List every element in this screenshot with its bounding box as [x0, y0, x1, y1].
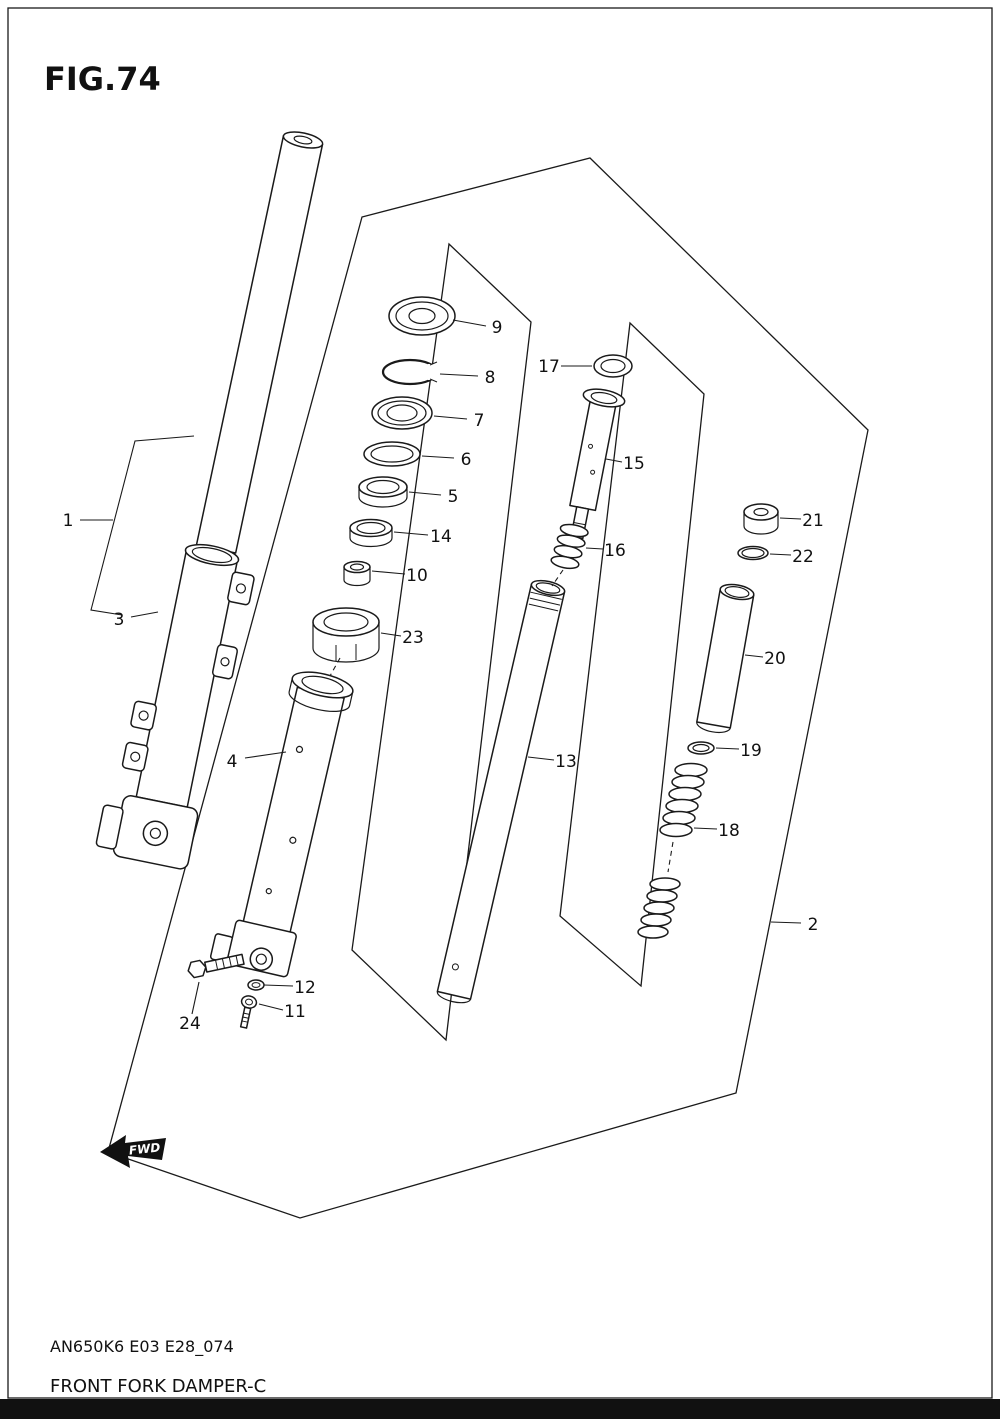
part-23-lock-piece-drawing — [312, 607, 380, 663]
part-label-14: 14 — [430, 527, 452, 547]
part-5-bush-drawing — [358, 476, 408, 508]
part-label-8: 8 — [485, 368, 496, 388]
part-12-washer-drawing — [247, 979, 265, 991]
part-label-11: 11 — [284, 1002, 306, 1022]
part-4-outer-tube-drawing — [209, 671, 354, 978]
alignment-dashed-lines — [329, 569, 564, 677]
part-label-16: 16 — [604, 541, 626, 561]
part-label-10: 10 — [406, 566, 428, 586]
part-16-spring-drawing — [550, 523, 589, 570]
part-label-18: 18 — [718, 821, 740, 841]
leader-lines — [80, 319, 802, 1015]
part-13-damper-tube-drawing — [436, 579, 566, 1004]
part-19-washer-drawing — [687, 741, 715, 755]
part-18-spring-drawing — [637, 762, 708, 939]
part-label-24: 24 — [179, 1014, 201, 1034]
part-label-1: 1 — [63, 511, 74, 531]
part-label-12: 12 — [294, 978, 316, 998]
part-10-spacer-drawing — [343, 560, 371, 587]
part-15-damper-rod-drawing — [569, 388, 626, 540]
ring-stack-outline — [351, 242, 532, 1042]
figure-title: FIG.74 — [44, 60, 161, 98]
part-8-stop-ring-drawing — [381, 358, 442, 386]
part-label-23: 23 — [402, 628, 424, 648]
exploded-view-outlines — [107, 157, 869, 1219]
part-label-17: 17 — [538, 357, 560, 377]
part-label-21: 21 — [802, 511, 824, 531]
figure-caption: FRONT FORK DAMPER-C — [50, 1376, 266, 1397]
part-label-5: 5 — [448, 487, 459, 507]
part-label-9: 9 — [492, 318, 503, 338]
bottom-bar — [0, 1399, 1000, 1419]
part-labels: 1 2 3 4 5 6 7 8 9 10 11 12 13 14 15 16 1… — [63, 318, 824, 1034]
fork-slider-drawing — [95, 543, 255, 870]
part-label-7: 7 — [474, 411, 485, 431]
part-label-19: 19 — [740, 741, 762, 761]
part-1-bracket — [90, 435, 195, 616]
part-label-6: 6 — [461, 450, 472, 470]
part-20-spacer-tube-drawing — [696, 583, 755, 734]
part-7-oil-seal-drawing — [371, 396, 433, 430]
part-14-bush-drawing — [349, 518, 393, 548]
part-22-o-ring-drawing — [737, 545, 769, 561]
part-label-13: 13 — [555, 752, 577, 772]
part-9-seal-drawing — [388, 296, 456, 336]
part-17-ring-drawing — [593, 354, 633, 378]
page-border — [7, 7, 993, 1399]
damper-outline — [559, 321, 705, 988]
part-24-bolt-drawing — [187, 953, 245, 979]
part-label-2: 2 — [808, 915, 819, 935]
part-label-15: 15 — [623, 454, 645, 474]
part-label-20: 20 — [764, 649, 786, 669]
part-label-3: 3 — [114, 610, 125, 630]
fwd-arrow-label: FWD — [128, 1140, 161, 1157]
part-label-22: 22 — [792, 547, 814, 567]
part-6-washer-drawing — [363, 441, 421, 467]
part-21-cap-drawing — [743, 503, 779, 535]
inner-fork-tube-drawing — [195, 131, 324, 554]
part-2-outline — [107, 157, 869, 1219]
part-11-screw-drawing — [239, 995, 258, 1029]
part-label-4: 4 — [227, 752, 238, 772]
figure-code: AN650K6 E03 E28_074 — [50, 1337, 234, 1357]
fwd-arrow: FWD — [100, 1135, 166, 1168]
